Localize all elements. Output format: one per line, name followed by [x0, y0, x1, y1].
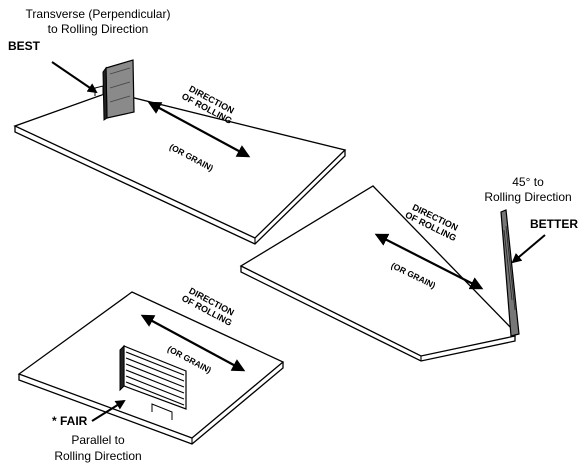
specimen-45-degree [500, 209, 520, 337]
sheet-plate-best [13, 85, 347, 245]
orientation-label-best-2: to Rolling Direction [48, 22, 149, 36]
pointer-arrow-best [51, 61, 98, 94]
specimen-transverse [102, 59, 135, 121]
rolling-direction-arrow-fair [140, 314, 246, 372]
orientation-label-fair-2: Rolling Direction [54, 449, 141, 463]
orientation-label-fair: Parallel to [71, 433, 125, 447]
pointer-arrow-fair [91, 399, 126, 422]
pointer-arrow-better [511, 234, 546, 264]
orientation-label-better: 45° to [512, 175, 544, 189]
rating-label-better: BETTER [530, 217, 578, 231]
panel-fair: DIRECTION OF ROLLING (OR GRAIN) * FAIR P… [17, 286, 285, 463]
panel-best: DIRECTION OF ROLLING (OR GRAIN) Transver… [8, 7, 347, 245]
rolling-direction-arrow-better [374, 233, 484, 290]
rating-label-fair: * FAIR [52, 414, 88, 428]
orientation-label-better-2: Rolling Direction [484, 190, 571, 204]
rolling-direction-arrow-best [147, 101, 251, 158]
orientation-label-best: Transverse (Perpendicular) [26, 7, 171, 21]
rating-label-best: BEST [8, 39, 41, 53]
